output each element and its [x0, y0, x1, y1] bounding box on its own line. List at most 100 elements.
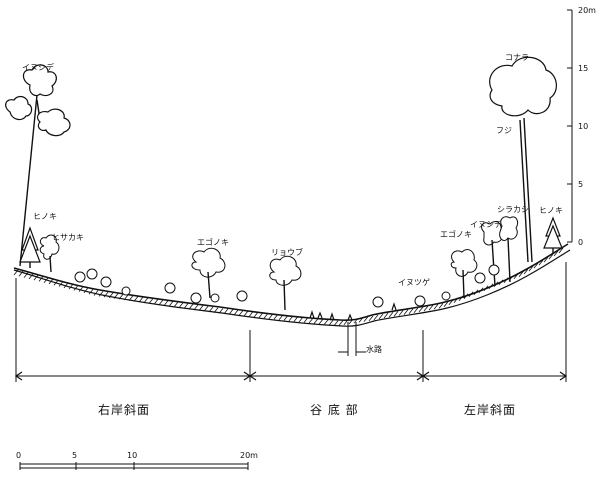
- hatch-stroke: [48, 278, 54, 285]
- hatch-stroke: [68, 283, 74, 290]
- distance-tick-0: 0: [16, 451, 21, 460]
- hatch-stroke: [443, 301, 449, 308]
- height-tick-15: 15: [578, 64, 588, 73]
- hatch-stroke: [23, 272, 29, 278]
- hatch-stroke: [423, 305, 429, 312]
- hatch-stroke: [178, 302, 184, 309]
- ground-hatching: [13, 247, 564, 327]
- hatch-stroke: [358, 317, 364, 323]
- hatch-stroke: [88, 288, 94, 295]
- hatch-stroke: [553, 250, 559, 257]
- hatch-stroke: [218, 308, 224, 314]
- hatch-stroke: [548, 253, 554, 260]
- hatch-stroke: [373, 314, 379, 321]
- hatch-stroke: [213, 307, 219, 313]
- hatch-stroke: [293, 316, 299, 322]
- hatch-stroke: [333, 320, 339, 327]
- hatch-stroke: [173, 301, 179, 308]
- hatch-stroke: [248, 311, 254, 317]
- shrubs-right-bank: [74, 268, 248, 304]
- hatch-stroke: [243, 310, 249, 317]
- distance-tick-10: 10: [127, 451, 137, 460]
- hatch-stroke: [168, 301, 174, 307]
- hatch-stroke: [338, 320, 344, 326]
- label-egonoki-right: エゴノキ: [440, 229, 472, 239]
- hatch-stroke: [413, 307, 419, 314]
- hatch-stroke: [238, 310, 244, 316]
- hatch-stroke: [498, 279, 504, 286]
- hatch-stroke: [368, 315, 374, 322]
- hatch-stroke: [478, 287, 484, 294]
- hatch-stroke: [538, 259, 544, 266]
- hatch-stroke: [18, 271, 24, 277]
- stream-marker: 水路: [338, 322, 382, 356]
- hatch-stroke: [143, 297, 149, 304]
- label-ryoubu: リョウブ: [271, 247, 303, 257]
- label-shirakashi: シラカシ: [497, 205, 529, 214]
- distance-scale: 0 5 10 20m: [16, 451, 258, 470]
- height-tick-0: 0: [578, 238, 583, 247]
- hatch-stroke: [193, 304, 199, 311]
- hatch-stroke: [153, 298, 159, 305]
- label-egonoki-center: エゴノキ: [197, 237, 229, 247]
- hatch-stroke: [308, 317, 314, 324]
- hatch-stroke: [323, 319, 329, 325]
- hatch-stroke: [473, 289, 479, 296]
- hatch-stroke: [398, 310, 404, 316]
- hatch-stroke: [448, 299, 454, 306]
- hatch-stroke: [233, 309, 239, 316]
- hatch-stroke: [138, 296, 144, 303]
- hatch-stroke: [78, 286, 84, 292]
- inushide-tree-left: イヌシデ: [5, 62, 71, 267]
- label-inutsuge: イヌツゲ: [398, 277, 430, 287]
- hatch-stroke: [158, 299, 164, 306]
- hatch-stroke: [203, 306, 209, 312]
- hatch-stroke: [98, 291, 104, 297]
- hatch-stroke: [118, 294, 124, 300]
- hatch-stroke: [268, 313, 274, 319]
- hinoki-tree-left: ヒノキ: [19, 212, 57, 268]
- height-tick-5: 5: [578, 180, 583, 189]
- hatch-stroke: [188, 303, 194, 310]
- hatch-stroke: [513, 273, 519, 280]
- zone-label-right-slope: 右岸斜面: [98, 402, 150, 417]
- hatch-stroke: [383, 312, 389, 319]
- hatch-stroke: [223, 308, 229, 315]
- hatch-stroke: [558, 247, 564, 254]
- hatch-stroke: [93, 290, 99, 296]
- label-hinoki-left: ヒノキ: [33, 212, 57, 221]
- ryoubu-shrub: リョウブ: [269, 247, 303, 311]
- label-hinoki-right: ヒノキ: [539, 206, 563, 215]
- hatch-stroke: [298, 316, 304, 323]
- hatch-stroke: [43, 277, 49, 283]
- height-scale: 20m 15 10 5 0: [567, 6, 596, 247]
- zone-label-left-slope: 左岸斜面: [464, 402, 516, 417]
- hatch-stroke: [518, 271, 524, 278]
- hatch-stroke: [438, 303, 444, 309]
- hatch-stroke: [123, 294, 129, 301]
- hatch-stroke: [393, 311, 399, 317]
- hatch-stroke: [53, 280, 59, 286]
- hatch-stroke: [183, 303, 189, 309]
- hatch-stroke: [353, 317, 359, 324]
- hatch-stroke: [523, 268, 529, 275]
- label-stream: 水路: [366, 344, 382, 354]
- hatch-stroke: [418, 306, 424, 313]
- hatch-stroke: [428, 304, 434, 311]
- shrubs-left-bank: [441, 264, 500, 301]
- hatch-stroke: [283, 315, 289, 321]
- inushide-shrub-right: イヌシデ: [470, 219, 503, 287]
- grass-valley-floor: [309, 302, 397, 321]
- hatch-stroke: [378, 313, 384, 320]
- hatch-stroke: [13, 269, 19, 276]
- hatch-stroke: [273, 314, 279, 320]
- hatch-stroke: [228, 309, 234, 315]
- hatch-stroke: [343, 319, 349, 325]
- hatch-stroke: [83, 287, 89, 294]
- hatch-stroke: [113, 293, 119, 299]
- konara-tree: コナラ フジ: [489, 53, 557, 263]
- hatch-stroke: [543, 256, 549, 263]
- height-tick-20: 20m: [578, 6, 596, 15]
- hatch-stroke: [363, 316, 369, 322]
